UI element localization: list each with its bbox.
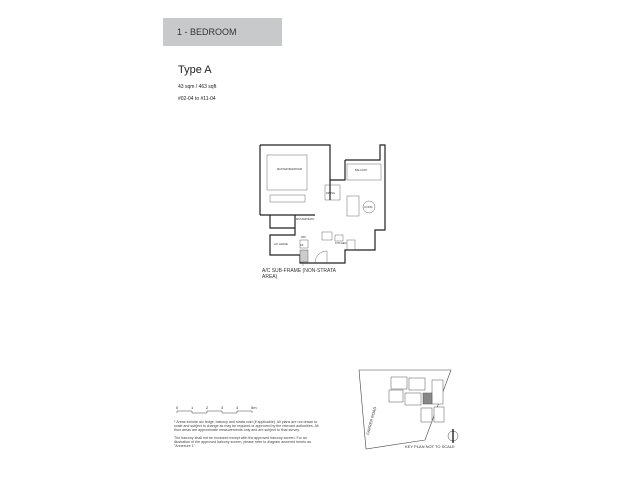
unit-area: 43 sqm / 463 sqft [178,84,217,90]
scale-tick: 5m [251,405,257,410]
unit-numbers: #02-04 to #11-04 [178,96,216,102]
room-master-bedroom: MASTER BEDROOM [277,167,302,171]
scale-bar: 0 1 2 3 4 5m [176,405,257,414]
label-wm: WM [301,235,306,239]
label-df: DF [300,243,304,247]
room-dining: DINING [326,191,335,195]
unit-category-header: 1 - BEDROOM [163,18,282,46]
unit-type: Type A [178,64,212,76]
label-ac-subframe: A/C SUB-FRAME (NON-STRATA AREA) [262,268,336,280]
scale-tick: 1 [191,405,194,410]
scale-tick: 2 [206,405,209,410]
scale-tick: 4 [236,405,239,410]
room-kitchen: KITCHEN [335,241,347,245]
scale-tick: 0 [176,405,179,410]
header-title: 1 - BEDROOM [177,27,237,37]
note-balcony: The balcony shall not be enclosed except… [174,435,312,449]
scale-tick: 3 [221,405,224,410]
room-master-bath: MASTER BATH [296,217,314,221]
key-plan-caption: KEY PLAN NOT TO SCALE [405,444,455,449]
floor-plan: MASTER BEDROOM BALCONY DINING LIVING MAS… [259,144,386,266]
road-label: FARRER ROAD [365,406,377,435]
room-living: LIVING [364,205,373,209]
note-areas: Areas include a/c ledge, balcony and str… [174,420,319,433]
room-balcony: BALCONY [355,168,368,172]
key-plan: FARRER ROAD KEY PLAN NOT TO SCALE [358,369,459,450]
notes: * Areas include a/c ledge, balcony and s… [174,420,324,451]
room-ac-ledge: A/C LEDGE [274,242,288,246]
